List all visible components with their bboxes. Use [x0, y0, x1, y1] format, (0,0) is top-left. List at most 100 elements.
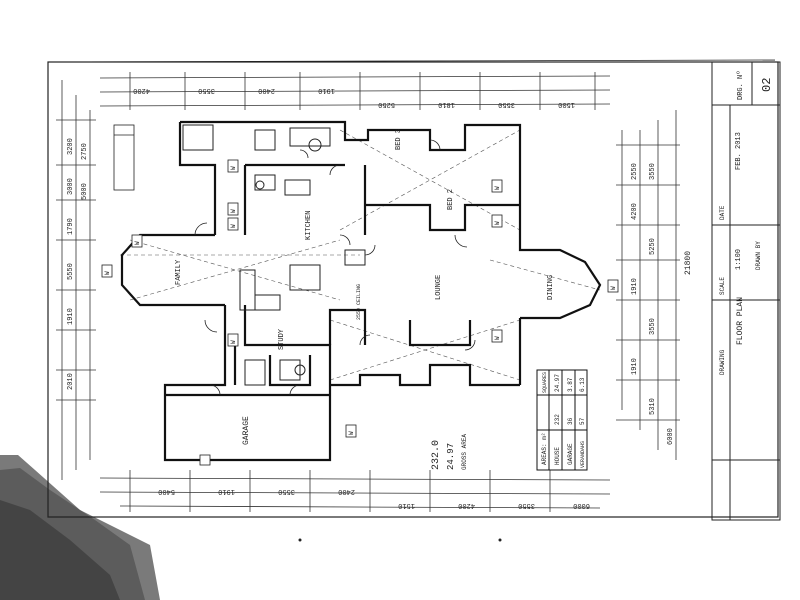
window-tag-label: W	[230, 224, 237, 228]
dim-right-7: 1910	[631, 358, 639, 375]
room-bed2: BED 2	[447, 189, 455, 210]
dim-right-3: 4200	[631, 203, 639, 220]
areas-row-house-sq: 24.97	[554, 374, 561, 392]
dim-bottom-1: 5400	[158, 487, 175, 495]
dim-left-8: 2010	[67, 373, 75, 390]
summary-total: 232.0	[431, 440, 442, 470]
dim-bottom-5: 1510	[398, 501, 415, 509]
drawing-title: FLOOR PLAN	[736, 297, 745, 345]
house-walls	[120, 120, 602, 462]
window-tag-label: W	[494, 186, 501, 190]
dimension-lines-bottom	[99, 470, 611, 512]
areas-title: AREAS: m²	[541, 433, 548, 465]
window-tag-label: W	[230, 340, 237, 344]
dimension-lines-left	[56, 80, 96, 480]
dim-right-1: 2550	[631, 163, 639, 180]
areas-row-house-m2: 232	[554, 414, 561, 425]
garage-depth-dim: 6000	[667, 428, 675, 445]
dim-left-6: 5550	[67, 263, 75, 280]
summary-note: GROSS AREA	[461, 434, 468, 470]
dim-left-1: 3200	[67, 138, 75, 155]
areas-row-garage-name: GARAGE	[567, 443, 574, 465]
binder-holes	[298, 538, 502, 542]
dim-bottom-4: 2400	[338, 487, 355, 495]
scale-label: SCALE	[719, 277, 726, 295]
dim-bottom-2: 1910	[218, 487, 235, 495]
dim-top-7: 3550	[498, 100, 515, 108]
areas-row-garage-sq: 3.87	[567, 377, 574, 392]
window-tag-label: W	[494, 336, 501, 340]
room-kitchen: KITCHEN	[305, 211, 313, 240]
dim-bottom-8: 6000	[573, 501, 590, 509]
areas-table-text: AREAS: m² SQUARES HOUSE 232 24.97 GARAGE…	[541, 372, 586, 468]
areas-row-garage-m2: 36	[567, 417, 574, 425]
date-label: DATE	[719, 205, 726, 220]
room-study: STUDY	[278, 328, 286, 350]
dim-top-8: 1500	[558, 100, 575, 108]
dimension-lines-right	[616, 110, 680, 460]
room-lounge: LOUNGE	[435, 275, 443, 300]
dim-right-4: 5250	[649, 238, 657, 255]
areas-col-squares: SQUARES	[542, 372, 548, 393]
title-block	[711, 61, 781, 521]
dim-top-2: 3550	[198, 86, 215, 94]
sheet-frame	[47, 59, 779, 518]
dim-right-8: 5310	[649, 398, 657, 415]
dim-left-4: 5000	[81, 183, 89, 200]
window-tag-label: W	[494, 221, 501, 225]
dim-top-4: 1910	[318, 86, 335, 94]
room-garage: GARAGE	[242, 416, 251, 445]
areas-row-verandahs-m2: 57	[579, 417, 586, 425]
dimension-text-top: 4200 3550 2400 1910 5250 1810 3550 1500	[133, 86, 575, 108]
window-tag-label: W	[230, 209, 237, 213]
room-family: FAMILY	[175, 259, 183, 285]
dim-left-7: 1910	[67, 308, 75, 325]
dim-top-1: 4200	[133, 86, 150, 94]
dim-left-2: 2750	[81, 143, 89, 160]
room-bed3: BED 3	[395, 129, 403, 150]
window-tag-label: W	[104, 271, 111, 275]
paper-shadow	[0, 455, 160, 600]
dim-right-5: 1910	[631, 278, 639, 295]
areas-row-house-name: HOUSE	[554, 447, 561, 465]
dimension-lines-top	[99, 72, 611, 110]
window-tag-labels: W W W W W W W W W W W	[104, 166, 617, 435]
dim-left-5: 1790	[67, 218, 75, 235]
overall-width-dim: 21800	[684, 251, 693, 275]
drawing-number-label: DRG. Nº	[737, 71, 745, 100]
interior-fixtures	[182, 124, 366, 386]
sheet-date: FEB. 2013	[735, 132, 743, 170]
drawing-number: 02	[760, 78, 774, 92]
left-note-box	[113, 124, 135, 191]
room-labels: GARAGE STUDY LOUNGE DINING BED 2 BED 3 F…	[175, 129, 555, 445]
dim-top-6: 1810	[438, 100, 455, 108]
areas-row-verandahs-sq: 6.13	[579, 377, 586, 392]
areas-row-verandahs-name: VERANDAHS	[580, 441, 586, 468]
summary-squares: 24.97	[446, 443, 456, 470]
areas-table	[536, 369, 588, 471]
drawing-title-label: DRAWING	[719, 349, 726, 375]
dimension-text-left: 3200 2750 3000 5000 1790 5550 1910 2010	[67, 138, 89, 390]
door-swings	[194, 139, 476, 396]
drawn-by-label: DRAWN BY	[755, 241, 762, 270]
window-tags	[101, 159, 619, 466]
window-tag-label: W	[134, 241, 141, 245]
title-block-text: DRG. Nº 02 DATE FEB. 2013 SCALE 1:100 DR…	[719, 71, 774, 375]
dim-bottom-7: 3550	[518, 501, 535, 509]
ceiling-note: 2550 CEILING	[356, 284, 362, 320]
dim-bottom-3: 3550	[278, 487, 295, 495]
dim-top-3: 2400	[258, 86, 275, 94]
dim-bottom-6: 4200	[458, 501, 475, 509]
window-tag-label: W	[610, 286, 617, 290]
sheet-scale: 1:100	[735, 249, 743, 270]
dim-top-5: 5250	[378, 100, 395, 108]
dim-right-6: 3550	[649, 318, 657, 335]
window-tag-label: W	[348, 431, 355, 435]
window-tag-label: W	[230, 166, 237, 170]
area-summary: 232.0 24.97 GROSS AREA	[431, 434, 468, 470]
dim-right-2: 3550	[649, 163, 657, 180]
dimension-text-right: 2550 3550 4200 5250 1910 3550 1910 5310 …	[631, 163, 693, 445]
dimension-text-bottom: 5400 1910 3550 2400 1510 4200 3550 6000	[158, 487, 590, 509]
